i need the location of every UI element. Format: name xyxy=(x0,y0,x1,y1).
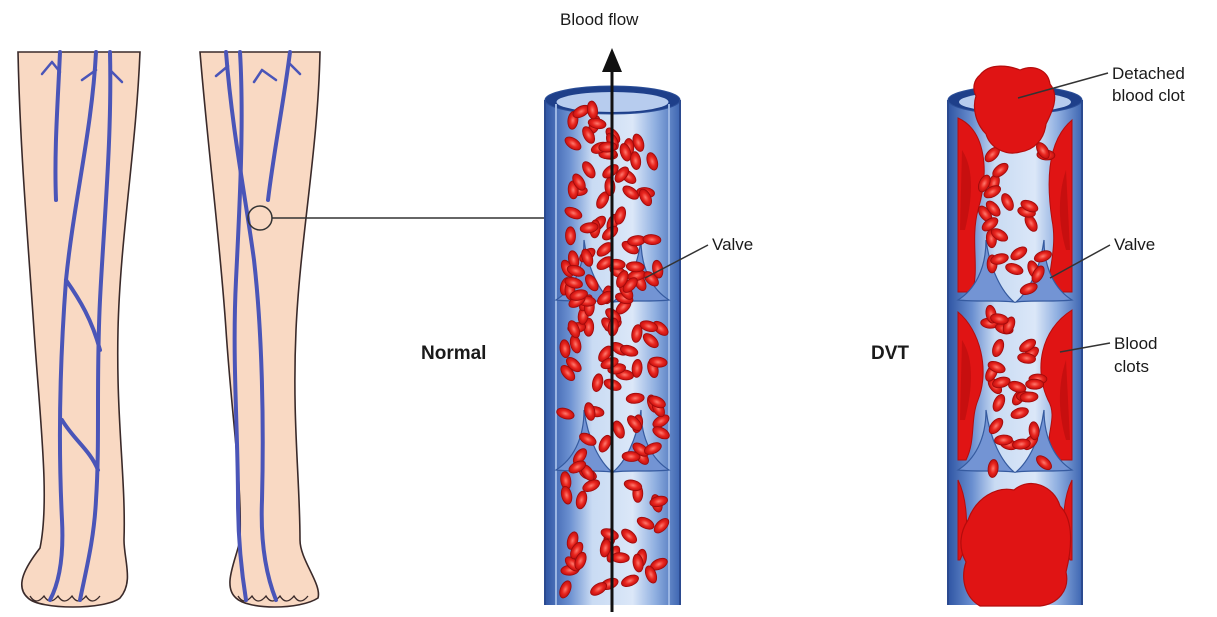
blood-cell xyxy=(565,227,575,245)
dvt-valve-label: Valve xyxy=(1114,234,1155,255)
normal-label: Normal xyxy=(421,343,486,365)
blood-cell xyxy=(1026,379,1044,389)
detached-clot-label-line1: Detached xyxy=(1112,63,1185,84)
blood-clots-label-line1: Blood xyxy=(1114,333,1157,354)
detached-clot-label-line2: blood clot xyxy=(1112,85,1185,106)
dvt-label: DVT xyxy=(871,343,909,365)
legs-illustration xyxy=(18,52,548,607)
normal-vessel xyxy=(545,48,708,612)
normal-valve-label: Valve xyxy=(712,234,753,255)
blood-clots-label-line2: clots xyxy=(1114,356,1149,377)
blood-flow-label: Blood flow xyxy=(560,9,638,30)
left-leg xyxy=(18,52,140,607)
dvt-vessel xyxy=(948,66,1110,606)
blood-flow-arrow-head xyxy=(602,48,622,72)
